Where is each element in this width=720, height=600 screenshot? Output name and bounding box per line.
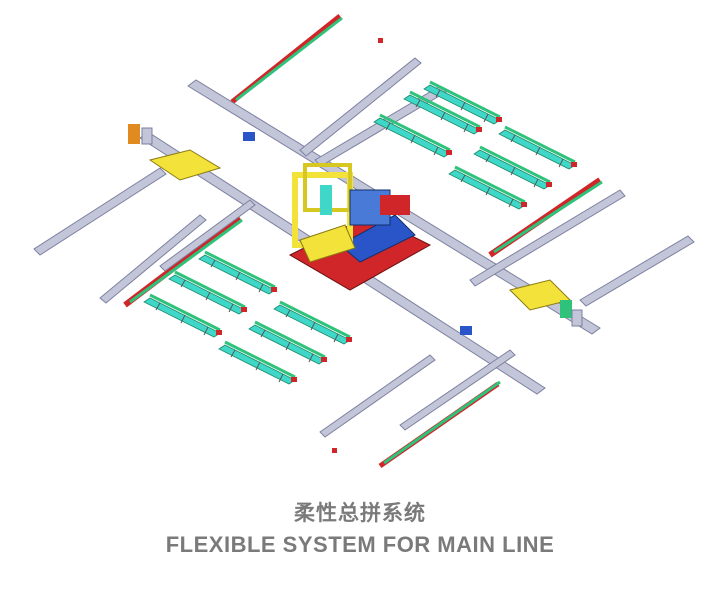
left-storage-lines bbox=[123, 215, 243, 308]
yellow-transfer-conveyors bbox=[148, 149, 571, 311]
flexible-main-line-illustration bbox=[33, 14, 695, 469]
caption-chinese: 柔性总拼系统 bbox=[294, 501, 426, 525]
drive-motors bbox=[243, 38, 472, 453]
right-storage-lines bbox=[488, 177, 603, 258]
top-left-storage-line bbox=[230, 14, 343, 104]
robot-left bbox=[128, 124, 153, 145]
central-framing-station bbox=[288, 163, 432, 291]
fixture-grid-top-right bbox=[372, 80, 579, 211]
bottom-storage-line bbox=[378, 380, 501, 469]
caption-english: FLEXIBLE SYSTEM FOR MAIN LINE bbox=[165, 532, 555, 557]
robot-right bbox=[560, 300, 583, 327]
